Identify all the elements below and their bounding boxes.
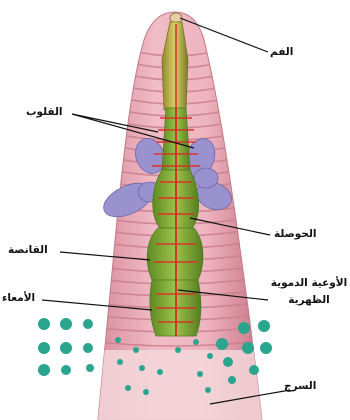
label-mouth: الفم	[270, 46, 293, 58]
label-dorsal-vessel: الأوعية الدموية الظهرية	[270, 275, 348, 309]
label-gizzard: القانصة	[8, 244, 48, 256]
label-intestine: الأمعاء	[2, 292, 35, 304]
clitellum-band	[90, 350, 270, 420]
label-dorsal-vessel-line2: الظهرية	[270, 292, 348, 309]
label-dorsal-vessel-line1: الأوعية الدموية	[270, 275, 348, 292]
label-clitellum: السرج	[284, 380, 316, 392]
label-crop: الحوصلة	[274, 228, 317, 240]
label-hearts: القلوب	[26, 106, 63, 118]
